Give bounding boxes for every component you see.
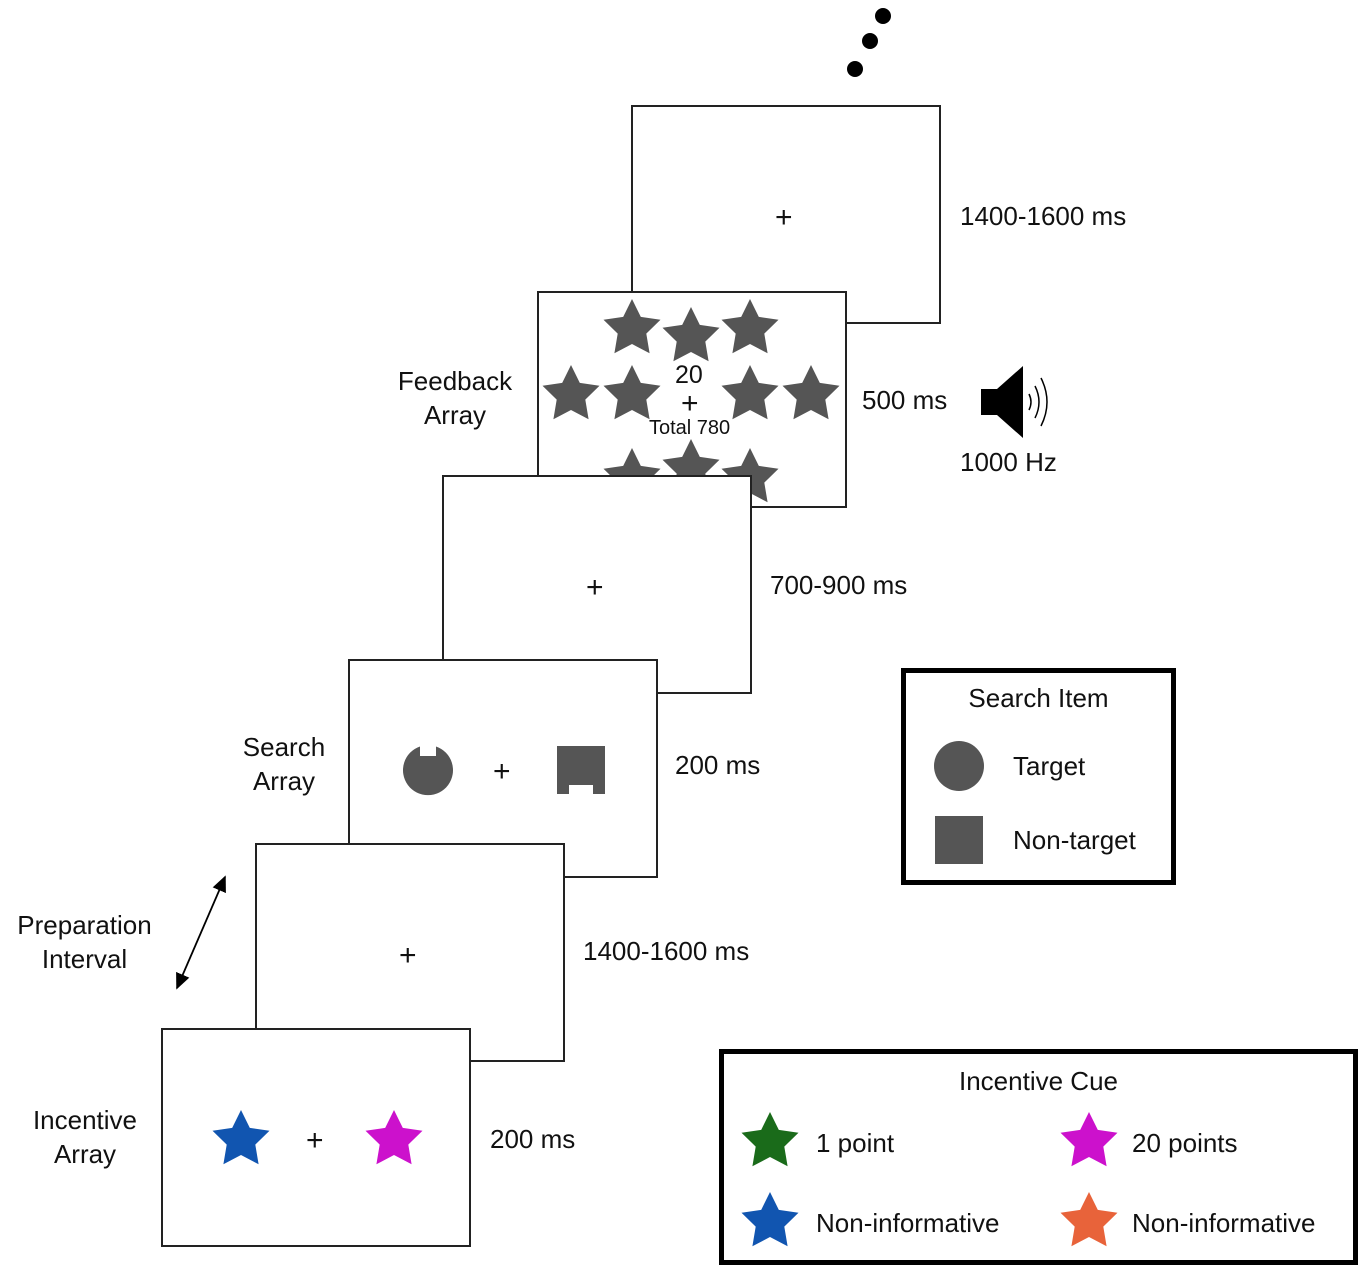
preparation-label-line2: Interval <box>41 944 128 974</box>
post-search-timing: 700-900 ms <box>770 570 908 600</box>
target-circle-icon <box>934 741 984 791</box>
search-target-shape <box>403 746 453 796</box>
speaker-icon <box>981 366 1048 438</box>
incentive-cue-legend: Incentive Cue 1 point 20 points Non-info… <box>719 1049 1358 1265</box>
screen-search: + <box>348 659 658 878</box>
screen-post-search: + <box>442 475 752 694</box>
search-item-legend: Search Item Target Non-target <box>901 668 1176 885</box>
incentive-label: Incentive Array <box>15 1103 155 1171</box>
search-legend-title: Search Item <box>968 683 1109 713</box>
nontarget-square-icon <box>935 816 983 864</box>
fixation-cross: + <box>586 571 604 604</box>
incentive-label-line1: Incentive <box>32 1105 138 1135</box>
fixation-cross: + <box>775 201 793 234</box>
feedback-label-line1: Feedback <box>397 366 513 396</box>
incentive-star-left <box>212 1110 270 1165</box>
incentive-label-line2: Array <box>53 1139 117 1169</box>
incentive-star-right <box>365 1110 423 1165</box>
fixation-cross: + <box>681 387 699 420</box>
feedback-points: 20 <box>675 361 703 389</box>
screen-incentive: + <box>161 1028 471 1247</box>
iti-timing: 1400-1600 ms <box>960 201 1127 231</box>
screen-preparation: + <box>255 843 565 1062</box>
preparation-label: Preparation Interval <box>2 908 167 976</box>
cue-1-point-label: 1 point <box>816 1128 895 1158</box>
search-label-line2: Array <box>252 766 316 796</box>
blue-star-icon <box>741 1192 799 1247</box>
feedback-total: Total 780 <box>649 417 731 439</box>
feedback-label: Feedback Array <box>385 364 525 432</box>
search-timing: 200 ms <box>675 750 761 780</box>
fixation-cross: + <box>493 755 511 788</box>
feedback-label-line2: Array <box>423 400 487 430</box>
fixation-cross: + <box>399 939 417 972</box>
feedback-timing: 500 ms <box>862 385 948 415</box>
search-nontarget-shape <box>557 746 605 794</box>
fixation-cross: + <box>306 1124 324 1157</box>
continuation-dots <box>847 8 891 77</box>
green-star-icon <box>741 1112 799 1167</box>
tone-frequency: 1000 Hz <box>960 447 1057 477</box>
preparation-label-line1: Preparation <box>17 910 152 940</box>
magenta-star-icon <box>1060 1112 1118 1167</box>
cue-noninformative-orange-label: Non-informative <box>1132 1208 1316 1238</box>
screen-iti: + <box>631 105 941 324</box>
incentive-legend-title: Incentive Cue <box>959 1066 1118 1096</box>
preparation-timing: 1400-1600 ms <box>583 936 750 966</box>
orange-star-icon <box>1060 1192 1118 1247</box>
cue-20-points-label: 20 points <box>1132 1128 1238 1158</box>
target-label: Target <box>1013 751 1086 781</box>
preparation-interval-arrow <box>176 875 226 990</box>
search-label-line1: Search <box>242 732 326 762</box>
incentive-timing: 200 ms <box>490 1124 576 1154</box>
screen-feedback: 20 + Total 780 <box>537 291 847 508</box>
cue-noninformative-blue-label: Non-informative <box>816 1208 1000 1238</box>
search-label: Search Array <box>214 730 354 798</box>
nontarget-label: Non-target <box>1013 825 1136 855</box>
